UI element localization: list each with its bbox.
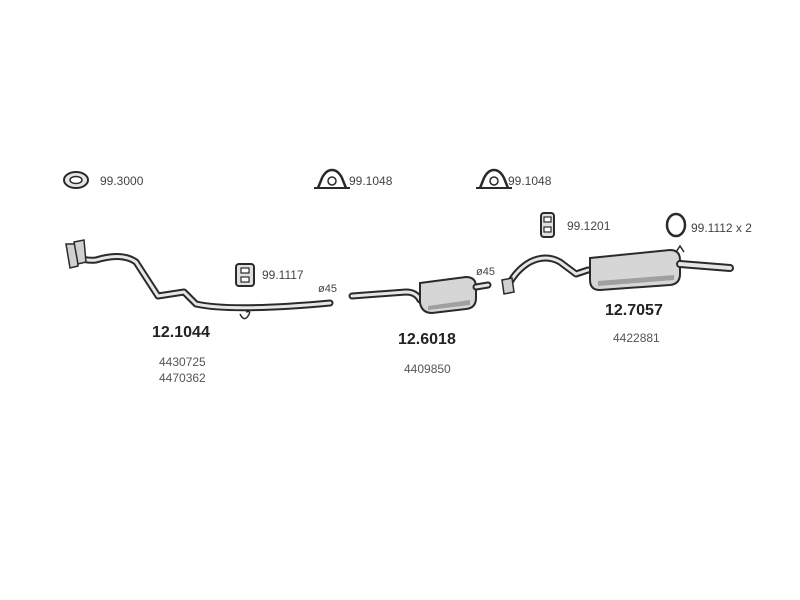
diameter-label: ø45 (318, 283, 337, 295)
rear-silencer (501, 244, 734, 295)
ring-label: 99.1112 x 2 (691, 221, 752, 235)
oe-number: 4409850 (404, 361, 451, 377)
oe-number: 4430725 4470362 (159, 354, 206, 386)
hanger-label: 99.1117 (262, 268, 304, 282)
gasket-icon (63, 171, 89, 189)
hanger-icon (540, 212, 555, 238)
hanger-icon (235, 263, 255, 287)
diameter-label: ø45 (476, 266, 495, 278)
middle-silencer (348, 275, 492, 315)
oe-number-line: 4409850 (404, 362, 451, 376)
oe-number: 4422881 (613, 330, 660, 346)
clamp-icon (314, 168, 350, 189)
gasket-label: 99.3000 (100, 174, 144, 188)
part-number: 12.6018 (398, 331, 456, 348)
part-number: 12.1044 (152, 324, 210, 341)
clamp-icon (476, 168, 512, 189)
part-number: 12.7057 (605, 302, 663, 319)
oe-number-line: 4430725 (159, 355, 206, 369)
hanger-label: 99.1201 (567, 219, 611, 233)
front-pipe (65, 239, 334, 320)
oe-number-line: 4470362 (159, 371, 206, 385)
clamp-label: 99.1048 (349, 174, 393, 188)
ring-icon (665, 212, 687, 238)
oe-number-line: 4422881 (613, 331, 660, 345)
clamp-label: 99.1048 (508, 174, 552, 188)
